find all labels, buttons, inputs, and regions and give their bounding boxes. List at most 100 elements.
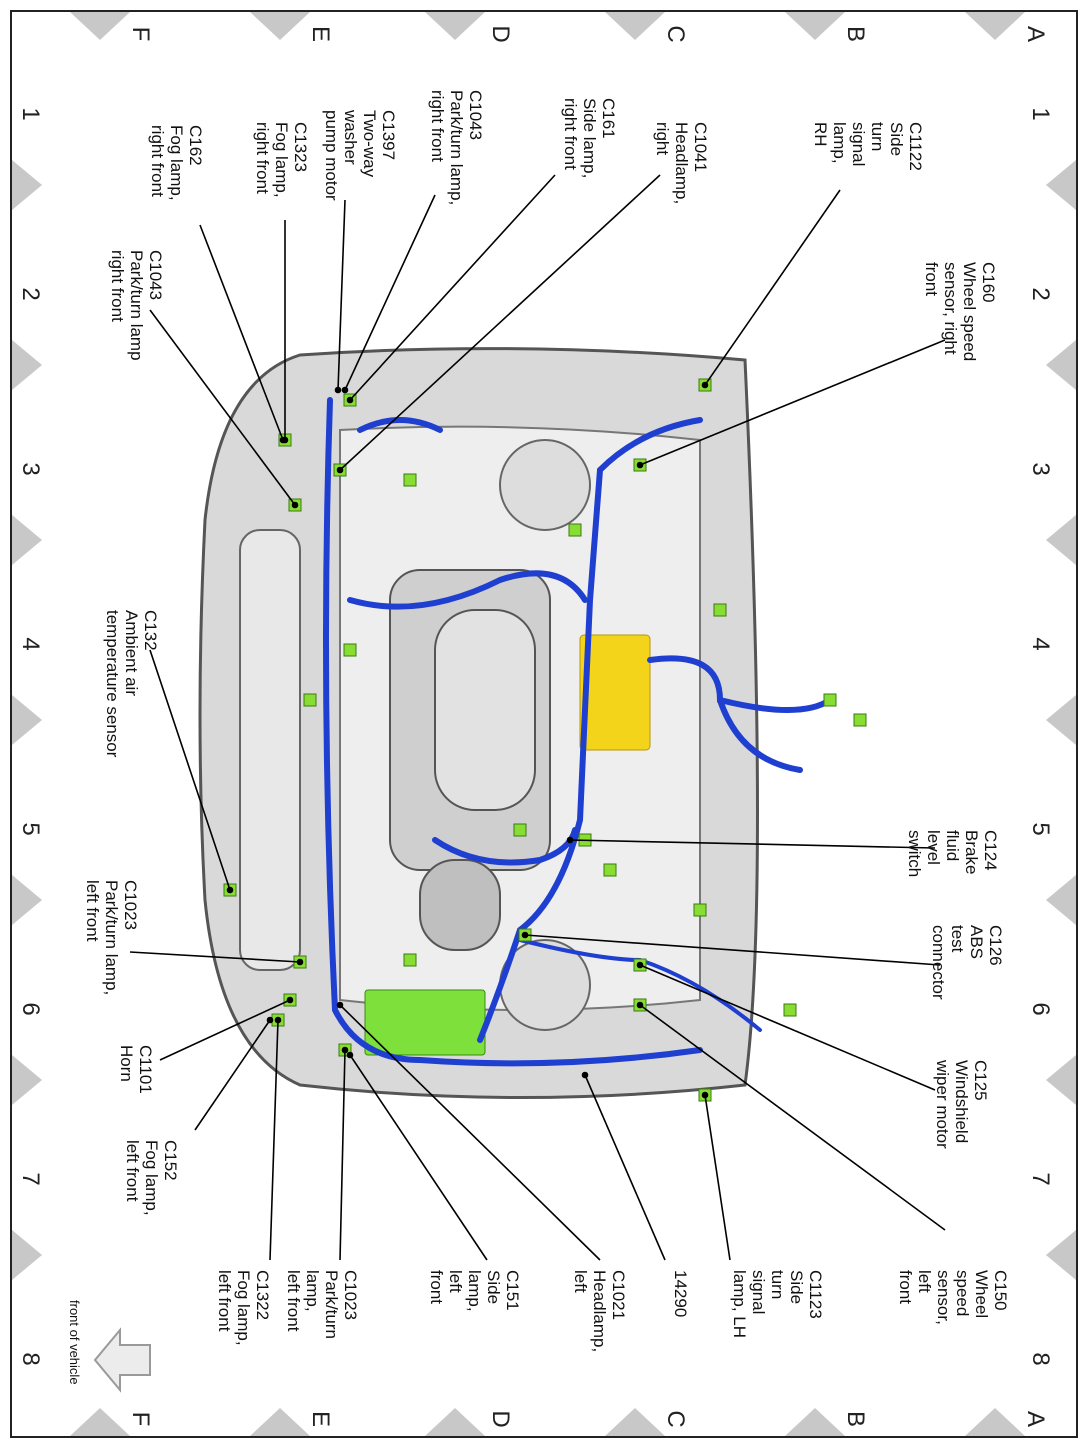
leader-arrowhead (636, 961, 644, 969)
callout-line: C1397 (379, 110, 398, 161)
callout-line: right (653, 122, 672, 156)
callout-line: C1122 (906, 122, 925, 171)
grid-row-d-bottom: D (487, 1410, 514, 1428)
connector (513, 823, 527, 837)
callout-line: Park/turn lamp, (447, 90, 466, 206)
callout-line: Side (484, 1270, 503, 1305)
callout-line: C125 (971, 1060, 990, 1101)
callout-line: Brake (962, 830, 981, 875)
border-triangle (250, 12, 310, 40)
callout-line: C151 (503, 1270, 522, 1311)
leader-arrowhead (274, 1016, 282, 1024)
callout-line: Fog lamp, (142, 1140, 161, 1216)
callout-line: C152 (161, 1140, 180, 1181)
callout-line: Wheel (972, 1270, 991, 1319)
border-triangle (70, 12, 130, 40)
leader-line (339, 174, 661, 471)
callout-line: Headlamp, (672, 122, 691, 205)
border-triangle (1046, 1055, 1076, 1105)
grid-row-b-top: B (842, 25, 869, 42)
grid-col-2-right: 2 (1027, 287, 1054, 301)
callout-line: Park/turn (322, 1270, 341, 1339)
border-triangle (785, 12, 845, 40)
callout-line: C1322 (253, 1270, 272, 1321)
callout-line: signal (749, 1270, 768, 1315)
border-triangle (12, 515, 42, 565)
connector (783, 1003, 797, 1017)
grid-row-e-top: E (307, 25, 334, 42)
leader-arrowhead (226, 886, 234, 894)
callout-line: C150 (991, 1270, 1010, 1311)
grid-col-5-right: 5 (1027, 822, 1054, 836)
border-triangle (1046, 695, 1076, 745)
callout-line: turn (868, 122, 887, 152)
connector (713, 603, 727, 617)
grid-col-4-left: 4 (17, 637, 44, 651)
leader-line (199, 224, 284, 441)
border-triangle (605, 1408, 665, 1436)
callout-line: right front (253, 122, 272, 194)
callout-line: level (924, 830, 943, 865)
wiring-harness (323, 397, 833, 1067)
leader-line (639, 964, 936, 1091)
leader-line (584, 1074, 666, 1261)
callout-line: ABS (967, 925, 986, 960)
callout-line: connector (929, 925, 948, 1000)
leader-arrowhead (336, 1001, 344, 1009)
leader-line (149, 309, 296, 506)
leader-arrowhead (636, 1001, 644, 1009)
leader-line (344, 194, 436, 391)
grid-col-2-left: 2 (17, 287, 44, 301)
border-triangle (12, 1055, 42, 1105)
callout-line: 14290 (671, 1270, 690, 1318)
border-triangle (605, 12, 665, 40)
border-triangle (425, 1408, 485, 1436)
grid-row-e-bottom: E (307, 1410, 334, 1427)
connector (403, 953, 417, 967)
callout-line: Wheel speed (960, 262, 979, 362)
callout-line: left front (215, 1270, 234, 1332)
callout-line: C1043 (466, 90, 485, 141)
leader-line (349, 1054, 488, 1261)
leader-line (149, 649, 231, 891)
callout-line: C1101 (136, 1045, 155, 1094)
leader-line (159, 999, 291, 1061)
border-triangle (12, 160, 42, 210)
leader-arrowhead (701, 1091, 709, 1099)
grid-col-7-right: 7 (1027, 1172, 1054, 1186)
border-triangle (1046, 515, 1076, 565)
callout-line: Horn (117, 1045, 136, 1082)
callout-line: sensor, (934, 1270, 953, 1325)
grid-row-d-top: D (487, 25, 514, 43)
callout-line: test (948, 925, 967, 953)
grid-col-5-left: 5 (17, 822, 44, 836)
border-triangle (1046, 1230, 1076, 1280)
callout-line: C1123 (806, 1270, 825, 1319)
callout-p14290: 14290 (671, 1270, 690, 1317)
leader-arrowhead (266, 1016, 274, 1024)
leader-arrowhead (291, 501, 299, 509)
leader-line (269, 1019, 279, 1261)
callout-line: lamp, (830, 122, 849, 164)
callout-line: C1021 (609, 1270, 628, 1321)
callout-line: C1323 (291, 122, 310, 173)
leader-arrowhead (336, 466, 344, 474)
leader-line (339, 1004, 601, 1261)
callout-line: Ambient air (122, 610, 141, 696)
leader-arrowhead (701, 381, 709, 389)
callout-line: temperature sensor (103, 610, 122, 758)
callout-line: Park/turn lamp (127, 250, 146, 361)
leader-line (704, 189, 841, 386)
grid-col-8-left: 8 (17, 1352, 44, 1366)
leader-arrowhead (334, 386, 342, 394)
connector (693, 903, 707, 917)
